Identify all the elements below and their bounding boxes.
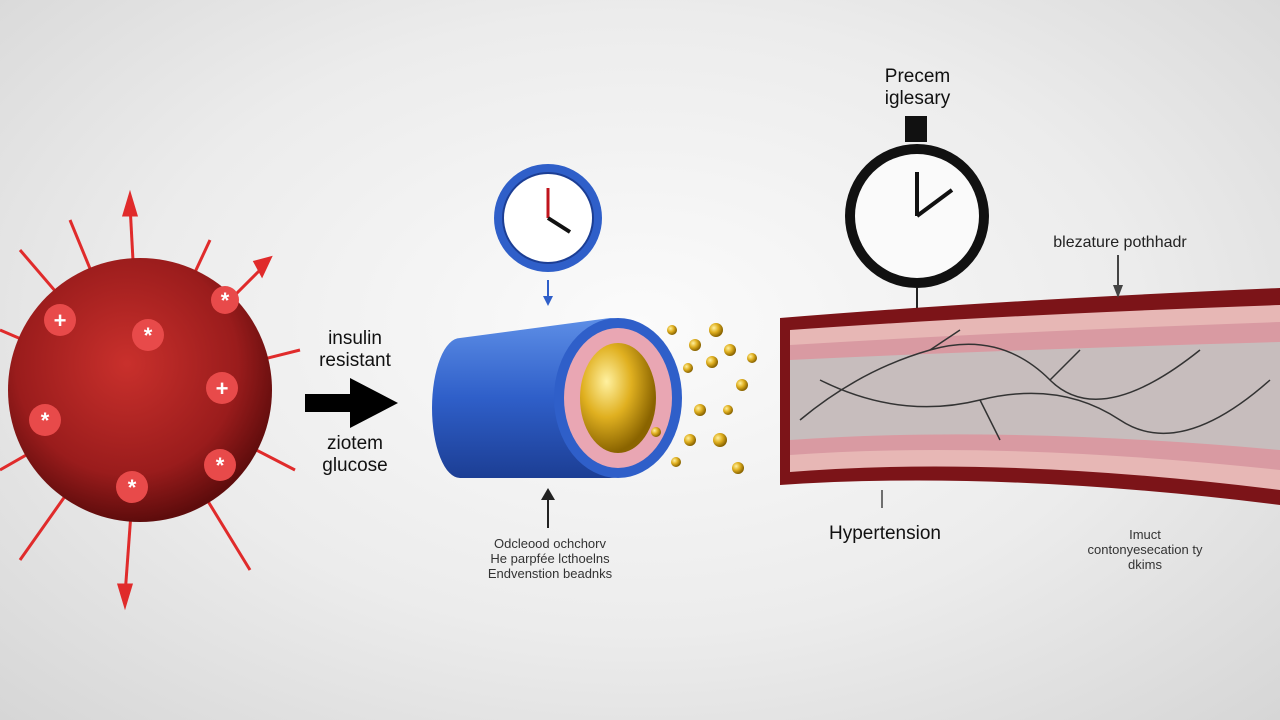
- gauge-title: Precem iglesary: [860, 66, 975, 110]
- insulin-resistant-label: insulin resistant: [300, 328, 410, 372]
- label-line: ziotem: [327, 433, 383, 454]
- label-line: contonyesecation ty: [1087, 541, 1203, 557]
- label-line: He parpfée lcthoelns: [490, 550, 610, 566]
- label-line: dkims: [1128, 556, 1162, 572]
- label-line: iglesary: [884, 87, 951, 109]
- label-line: Endvenstion beadnks: [487, 565, 613, 581]
- vessel-caption: Odcleood ochchorv He parpfée lcthoelns E…: [450, 536, 650, 582]
- label-line: Precem: [884, 66, 951, 87]
- clock-icon: [494, 164, 602, 306]
- svg-text:*: *: [221, 288, 230, 313]
- svg-text:*: *: [128, 475, 137, 500]
- svg-text:+: +: [216, 376, 229, 401]
- damage-caption: Imuct contonyesecation ty dkims: [1060, 527, 1230, 573]
- stopwatch-icon: [845, 116, 989, 308]
- label-line: Imuct: [1129, 527, 1161, 542]
- svg-text:*: *: [144, 323, 153, 348]
- pressure-label: blezature pothhadr: [1053, 234, 1187, 251]
- label-line: insulin: [328, 328, 382, 349]
- blood-vessel-with-fat: [432, 318, 757, 528]
- svg-text:*: *: [41, 408, 50, 433]
- arrow-right-icon: [305, 378, 398, 428]
- svg-text:*: *: [216, 453, 225, 478]
- hypertension-label: Hypertension: [829, 523, 941, 544]
- glucose-label: ziotem glucose: [300, 433, 410, 477]
- insulin-resistant-cell: + * * + * * *: [0, 189, 301, 611]
- label-line: Odcleood ochchorv: [493, 536, 606, 551]
- label-line: glucose: [322, 454, 388, 476]
- svg-text:+: +: [54, 308, 67, 333]
- damaged-artery: [780, 255, 1280, 508]
- label-line: resistant: [319, 349, 391, 371]
